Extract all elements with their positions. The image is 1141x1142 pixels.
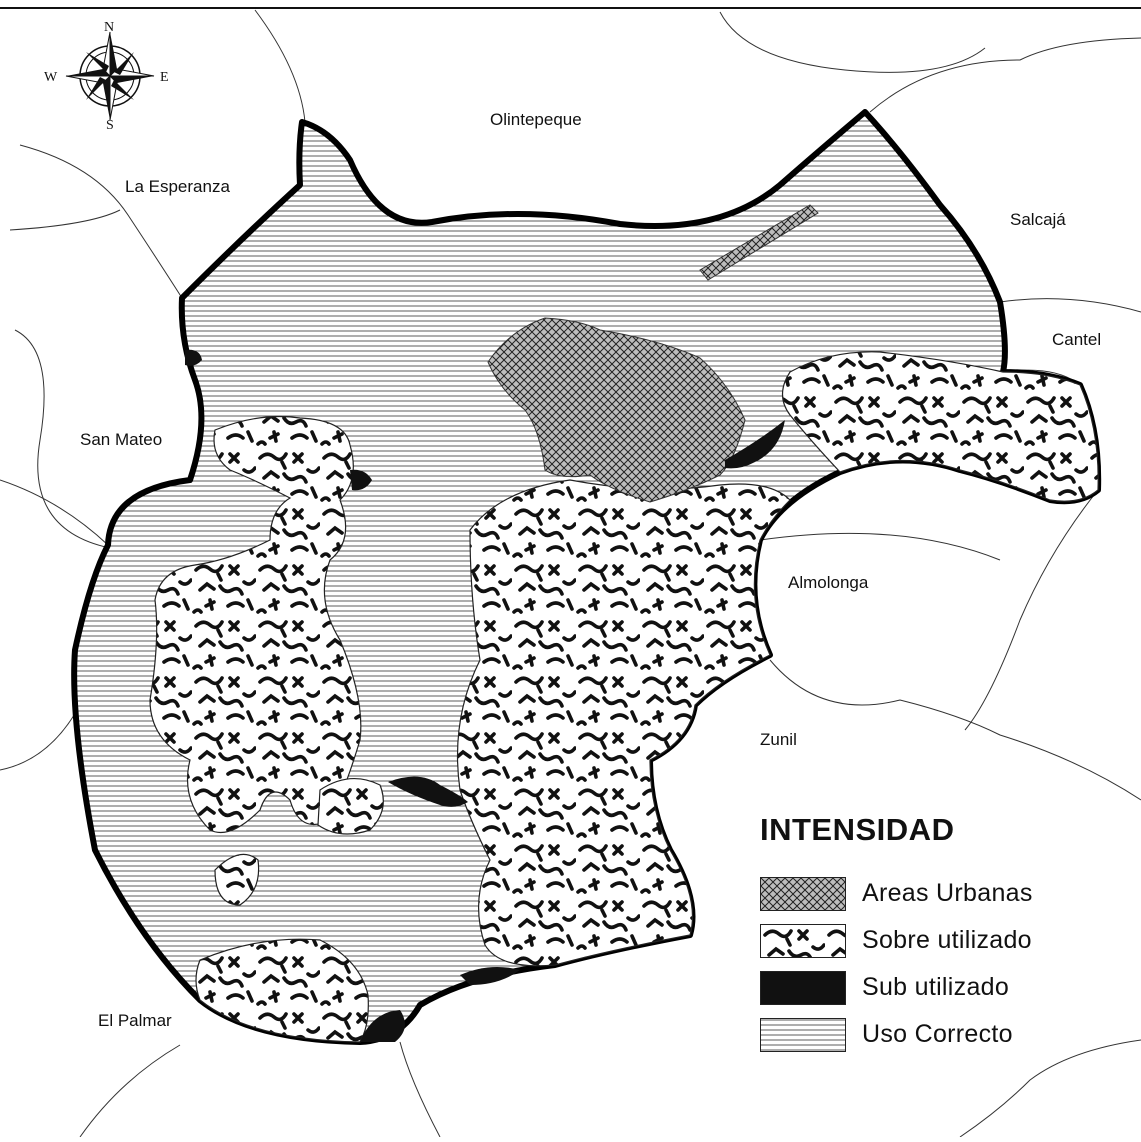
legend-label-urban: Areas Urbanas xyxy=(862,879,1033,907)
compass-east-label: E xyxy=(160,70,169,85)
underused-region-3 xyxy=(185,349,202,366)
compass-west-label: W xyxy=(44,70,58,85)
place-el-palmar: El Palmar xyxy=(98,1011,172,1030)
compass-south-label: S xyxy=(106,118,114,133)
legend-label-underused: Sub utilizado xyxy=(862,973,1010,1001)
legend-title: INTENSIDAD xyxy=(760,812,955,847)
urban-region-main xyxy=(487,317,746,503)
overused-region-west xyxy=(149,415,362,834)
place-salcaja: Salcajá xyxy=(1010,210,1066,229)
overused-region-small-2 xyxy=(214,853,260,906)
legend-item-underused: Sub utilizado xyxy=(760,964,1120,1011)
overused-regions xyxy=(149,351,1099,1043)
legend-swatch-underused xyxy=(760,970,846,1005)
legend-item-overused: Sobre utilizado xyxy=(760,917,1120,964)
legend-label-correct: Uso Correcto xyxy=(862,1020,1013,1048)
compass-rose xyxy=(65,31,155,121)
legend-item-correct: Uso Correcto xyxy=(760,1011,1120,1058)
underused-region-2 xyxy=(350,469,372,491)
legend: INTENSIDAD Areas Urbanas Sobre utilizado… xyxy=(760,812,1120,1058)
legend-label-overused: Sobre utilizado xyxy=(862,926,1032,954)
place-olintepeque: Olintepeque xyxy=(490,110,582,129)
place-la-esperanza: La Esperanza xyxy=(125,177,230,196)
place-san-mateo: San Mateo xyxy=(80,430,163,449)
overused-region-south xyxy=(195,938,369,1043)
place-cantel: Cantel xyxy=(1052,330,1102,349)
urban-region-strip xyxy=(699,204,819,281)
underused-region-6 xyxy=(360,1010,405,1042)
legend-swatch-urban xyxy=(760,876,846,911)
underused-regions xyxy=(185,349,785,1042)
overused-region-small-1 xyxy=(317,777,384,835)
compass-north-label: N xyxy=(104,20,115,35)
legend-item-urban: Areas Urbanas xyxy=(760,870,1120,917)
underused-region-1 xyxy=(388,776,468,807)
underused-region-5 xyxy=(460,966,520,985)
place-almolonga: Almolonga xyxy=(788,573,869,592)
legend-swatch-correct xyxy=(760,1017,846,1052)
underused-region-4 xyxy=(725,420,785,469)
overused-region-center xyxy=(456,479,791,967)
legend-swatch-overused xyxy=(760,923,846,958)
place-zunil: Zunil xyxy=(760,730,797,749)
overused-region-east xyxy=(781,351,1099,502)
urban-regions xyxy=(487,204,819,503)
